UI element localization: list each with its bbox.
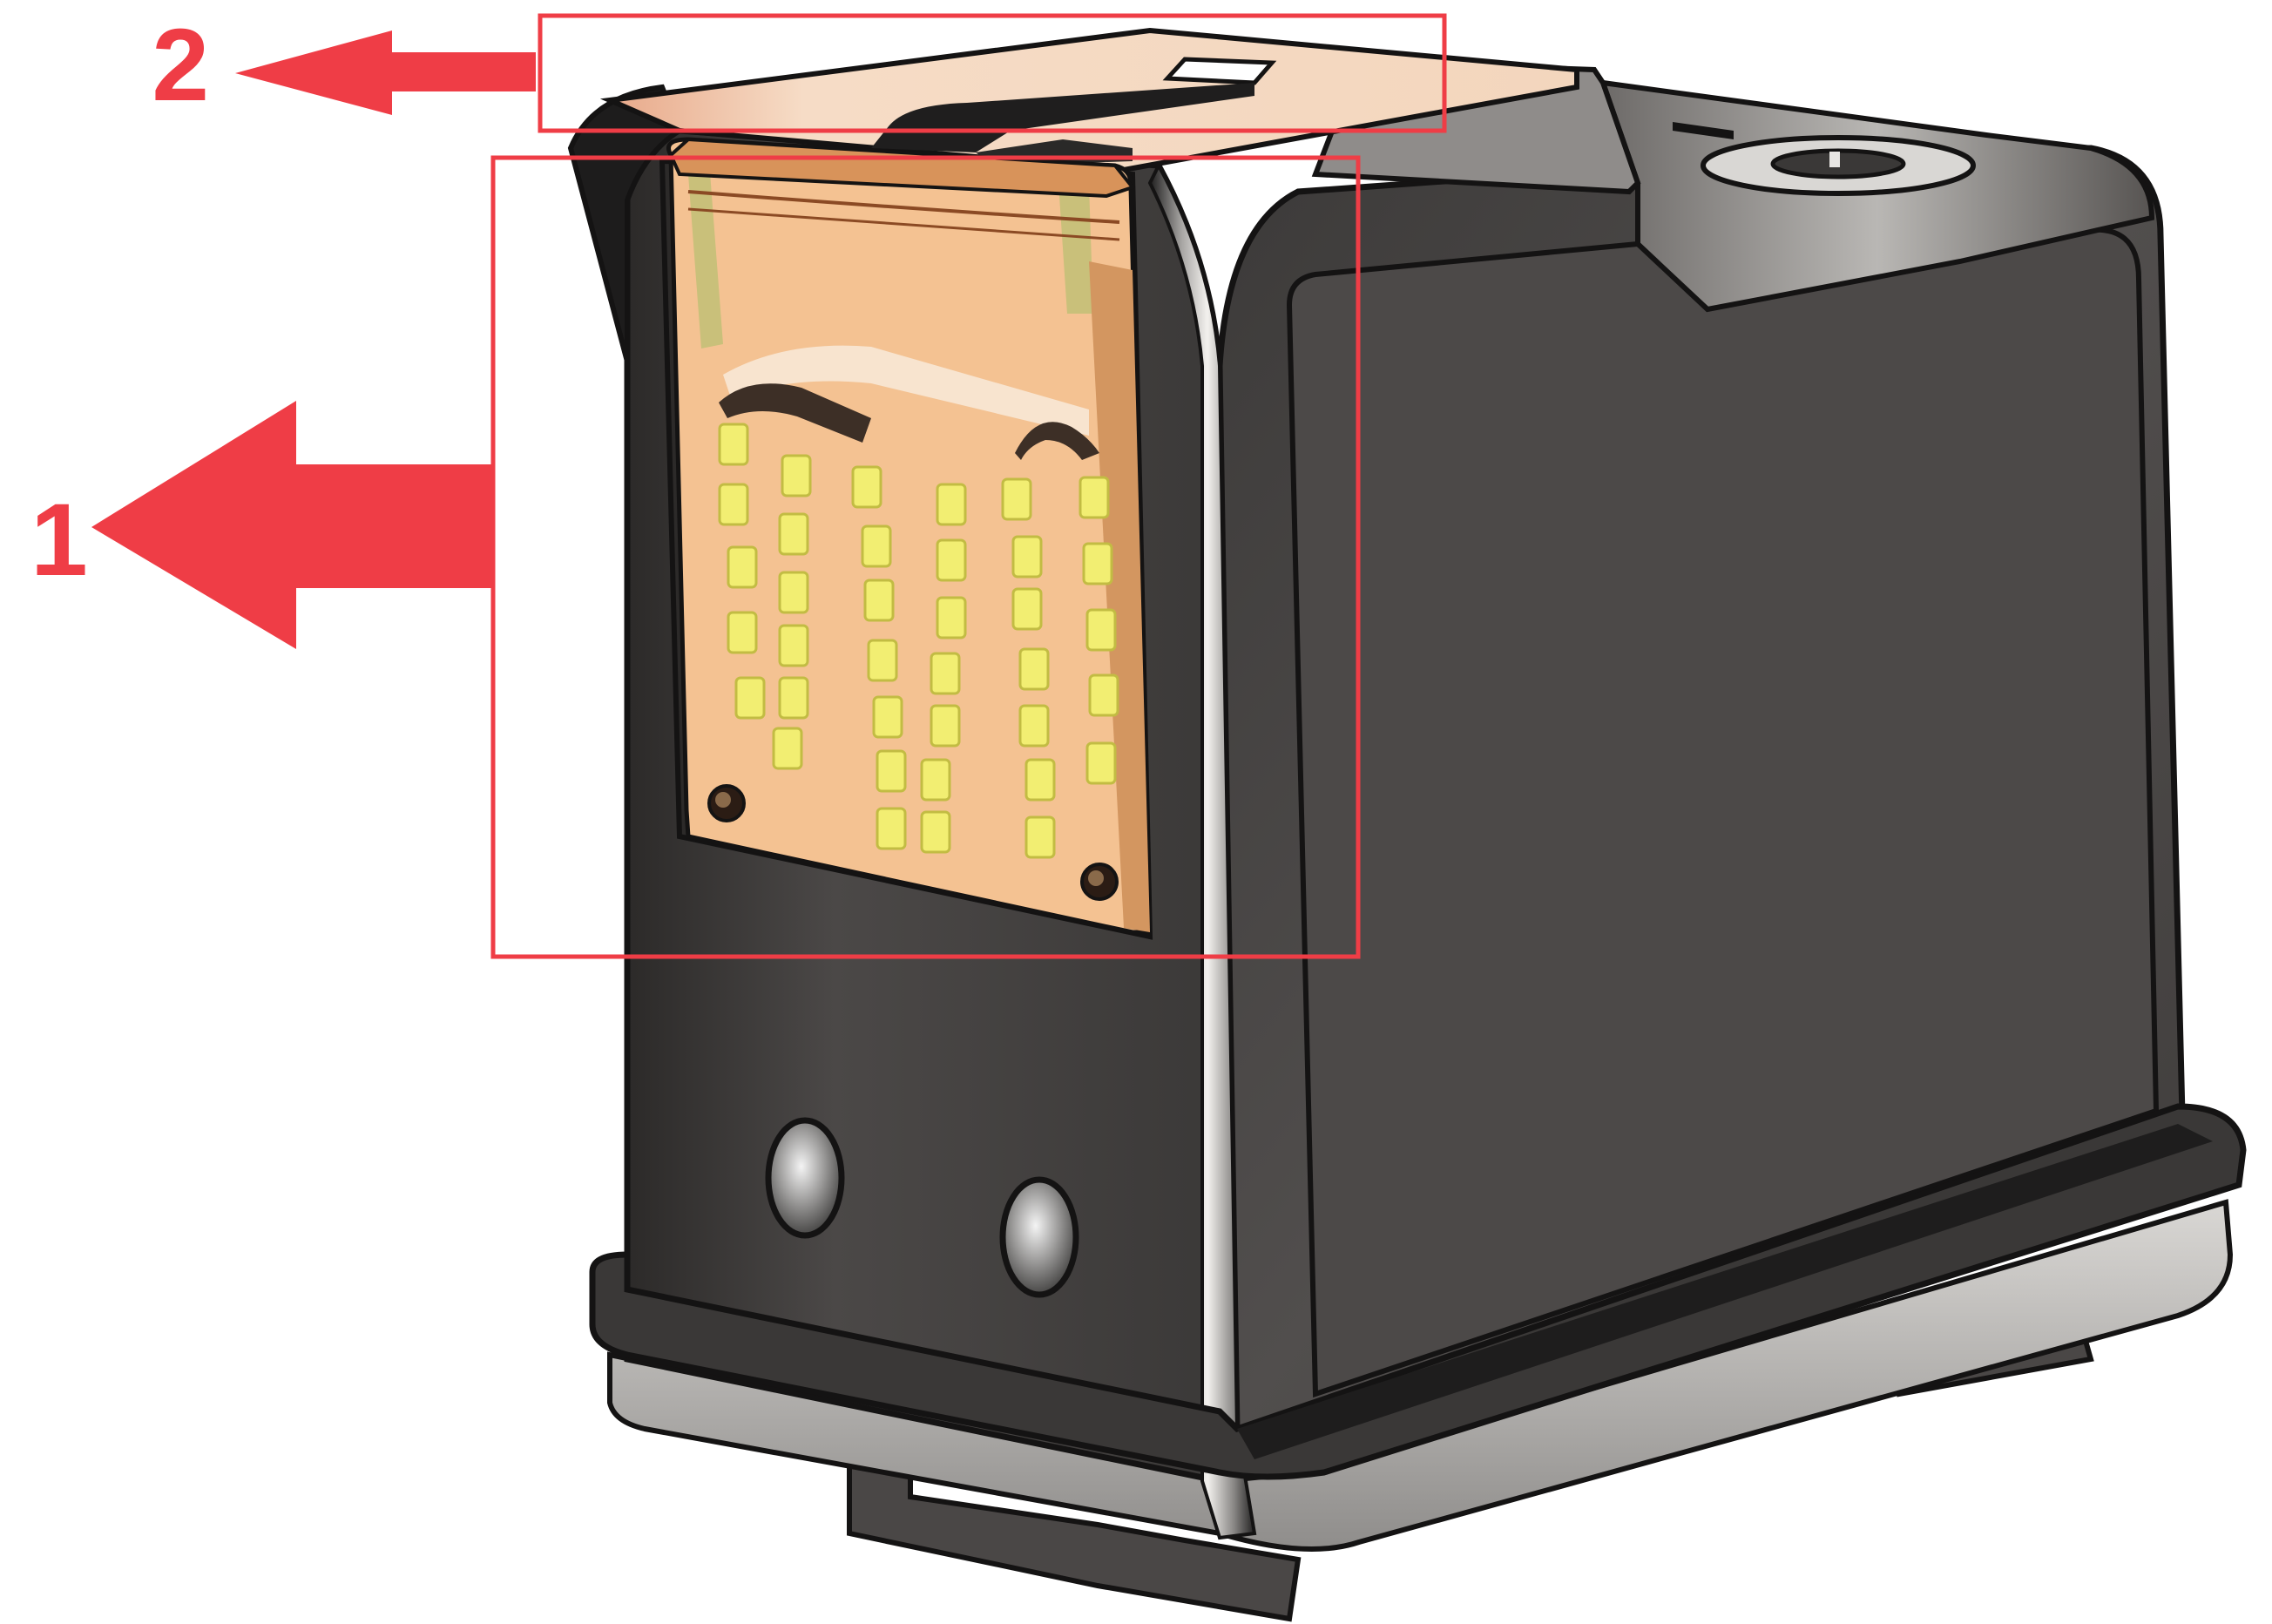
- base-rim: [607, 1199, 2234, 1552]
- callout-1: 1: [30, 155, 1361, 959]
- contact-strip: [659, 137, 1153, 940]
- arrow-left-icon: [235, 30, 536, 115]
- nozzle-hole-icon: [999, 1176, 1079, 1298]
- callout-2: 2: [152, 8, 1447, 133]
- contact-pads: [718, 423, 1119, 859]
- arrow-left-icon: [91, 401, 493, 649]
- ink-port-icon: [1701, 135, 1976, 196]
- ink-cartridge: [567, 27, 2247, 1622]
- ledge-shadow: [1237, 1124, 2213, 1459]
- shiny-edge: [1147, 161, 1257, 1540]
- callout-2-label: 2: [152, 8, 209, 123]
- top-block: [1599, 79, 2155, 313]
- nozzle-hole-icon: [765, 1117, 845, 1239]
- bottom-ledge: [589, 1103, 2247, 1480]
- callout-2-box: [538, 13, 1447, 133]
- top-slot: [1673, 122, 1734, 139]
- callout-1-label: 1: [30, 483, 88, 598]
